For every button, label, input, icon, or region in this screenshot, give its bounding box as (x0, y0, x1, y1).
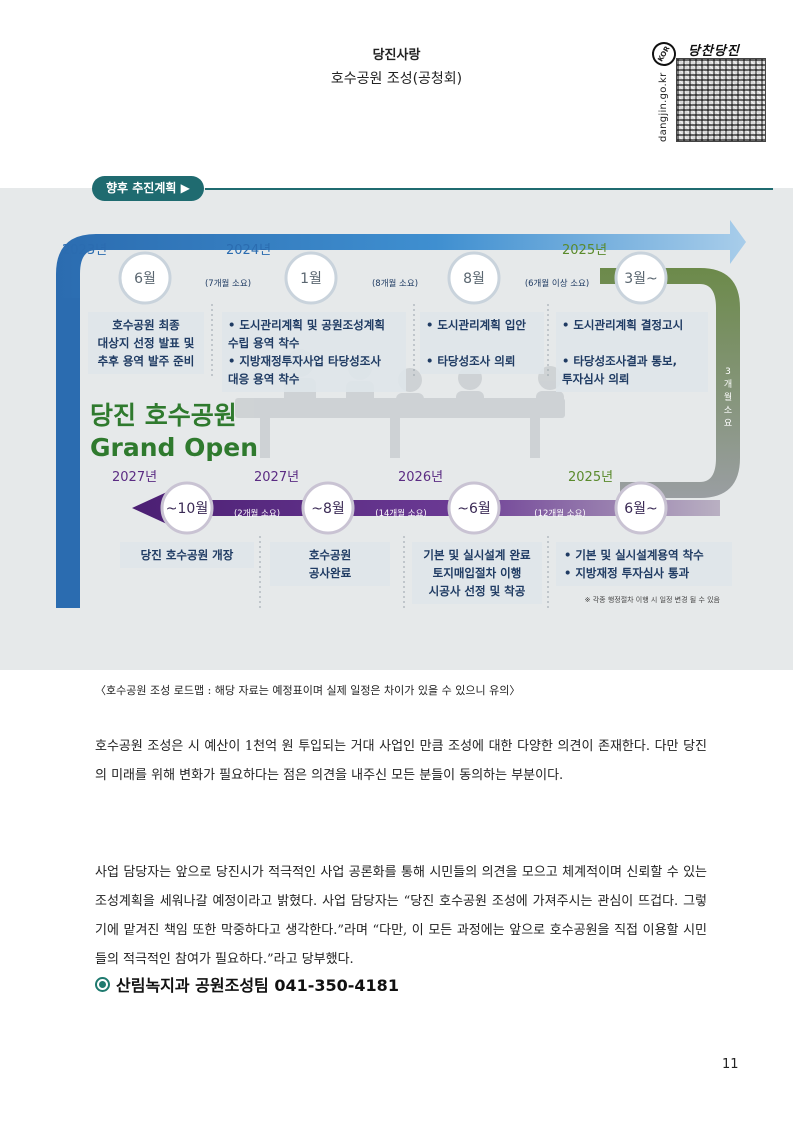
duration-label: (8개월 소요) (372, 278, 418, 289)
task-text: 시공사 선정 및 착공 (429, 584, 526, 598)
task-text: 대응 용역 착수 (228, 372, 300, 386)
task-text: • 도시관리계획 입안 (426, 318, 526, 332)
figure-caption: 〈호수공원 조성 로드맵 : 해당 자료는 예정표이며 실제 일정은 차이가 있… (95, 684, 521, 697)
side-duration-char: 요 (724, 418, 732, 429)
city-slogan-logo: 당찬당진 (688, 44, 740, 59)
task-box-bottom (412, 542, 542, 604)
task-text: 호수공원 (309, 548, 351, 562)
timeline-node-bottom (447, 481, 501, 535)
qr-code-icon[interactable] (676, 58, 766, 142)
target-bullet-icon (95, 976, 110, 992)
top-year-label: 2024년 (226, 243, 271, 258)
right-connector-track (600, 268, 740, 498)
roadmap-diagram: 2023년 2024년 2025년 6월 1월 8월 3월~ (7개월 소요) (8개월 소요)… (56, 220, 746, 608)
side-duration-char: 월 (724, 391, 732, 403)
timeline-node-top (614, 251, 668, 305)
task-text: • 지방재정 투자심사 통과 (564, 566, 690, 580)
timeline-node-label: 6월~ (624, 501, 658, 517)
task-text: 추후 용역 발주 준비 (98, 354, 195, 368)
contact-line: 산림녹지과 공원조성팀 041-350-4181 (95, 972, 399, 996)
timeline-node-bottom (614, 481, 668, 535)
duration-label: (12개월 소요) (534, 508, 585, 519)
timeline-node-label: ~10월 (166, 501, 208, 517)
grand-open-line2: Grand Open (90, 433, 258, 462)
top-year-label: 2025년 (562, 243, 607, 258)
bottom-year-label: 2027년 (254, 470, 299, 485)
timeline-node-label: 1월 (300, 271, 322, 287)
magazine-title: 당진사랑 (372, 48, 421, 63)
task-text: • 도시관리계획 및 공원조성계획 (228, 318, 385, 332)
timeline-node-label: ~8월 (311, 501, 345, 517)
task-text: 토지매입절차 이행 (433, 566, 522, 580)
grand-open-line1: 당진 호수공원 (90, 401, 237, 430)
paragraph-2: 사업 담당자는 앞으로 당진시가 적극적인 사업 공론화를 통해 시민들의 의견… (95, 865, 707, 967)
bottom-year-label: 2025년 (568, 470, 613, 485)
task-text: • 지방재정투자사업 타당성조사 (228, 354, 381, 368)
duration-label: (14개월 소요) (375, 508, 426, 519)
task-text: 대상지 선정 발표 및 (98, 336, 195, 350)
section-divider (205, 188, 773, 190)
timeline-node-label: 3월~ (624, 271, 658, 287)
task-box-bottom (556, 542, 732, 586)
task-text: 당진 호수공원 개장 (141, 548, 234, 562)
timeline-node-top (284, 251, 338, 305)
timeline-node-top (118, 251, 172, 305)
task-box-bottom (270, 542, 390, 586)
section-tag: 향후 추진계획 ▶ (92, 176, 204, 201)
duration-label: (2개월 소요) (234, 508, 280, 519)
task-box-top (222, 312, 406, 392)
timeline-node-label: 6월 (134, 271, 156, 287)
site-url: dangjin.go.kr (658, 72, 669, 142)
side-duration-char: 3 (725, 367, 731, 377)
task-text: 기본 및 실시설계 완료 (423, 548, 531, 562)
duration-label: (6개월 이상 소요) (525, 278, 589, 289)
timeline-node-bottom (301, 481, 355, 535)
contact-text: 산림녹지과 공원조성팀 041-350-4181 (116, 976, 399, 995)
task-box-bottom (120, 542, 254, 568)
footnote: ※ 각종 행정절차 이행 시 일정 변경 될 수 있음 (585, 595, 721, 604)
task-text: • 기본 및 실시설계용역 착수 (564, 548, 704, 562)
task-box-top (556, 312, 708, 392)
article-subtitle: 호수공원 조성(공청회) (330, 71, 463, 87)
task-text: • 타당성조사 의뢰 (426, 354, 515, 368)
task-text: 투자심사 의뢰 (562, 372, 629, 386)
task-text: • 타당성조사결과 통보, (562, 354, 677, 368)
task-box-top (88, 312, 204, 374)
timeline-node-label: ~6월 (457, 501, 491, 517)
side-duration-char: 개 (724, 379, 732, 390)
timeline-node-label: 8월 (463, 271, 485, 287)
side-duration-char: 소 (724, 405, 732, 416)
timeline-node-top (447, 251, 501, 305)
bottom-timeline-track (132, 486, 720, 530)
qr-logo-block: KOR 당찬당진 dangjin.go.kr (647, 37, 768, 142)
task-text: • 도시관리계획 결정고시 (562, 318, 683, 332)
bottom-year-label: 2027년 (112, 470, 157, 485)
task-text: 공사완료 (309, 566, 352, 580)
task-box-top (420, 312, 544, 374)
bottom-year-label: 2026년 (398, 470, 443, 485)
left-timeline-bar (56, 298, 80, 608)
timeline-node-bottom (160, 481, 214, 535)
page-number: 11 (722, 1057, 739, 1072)
paragraph-1: 호수공원 조성은 시 예산이 1천억 원 투입되는 거대 사업인 만큼 조성에 … (95, 739, 707, 783)
task-text: 수립 용역 착수 (228, 336, 300, 350)
task-text: 호수공원 최종 (112, 318, 180, 332)
top-year-label: 2023년 (62, 243, 107, 258)
duration-label: (7개월 소요) (205, 278, 251, 289)
